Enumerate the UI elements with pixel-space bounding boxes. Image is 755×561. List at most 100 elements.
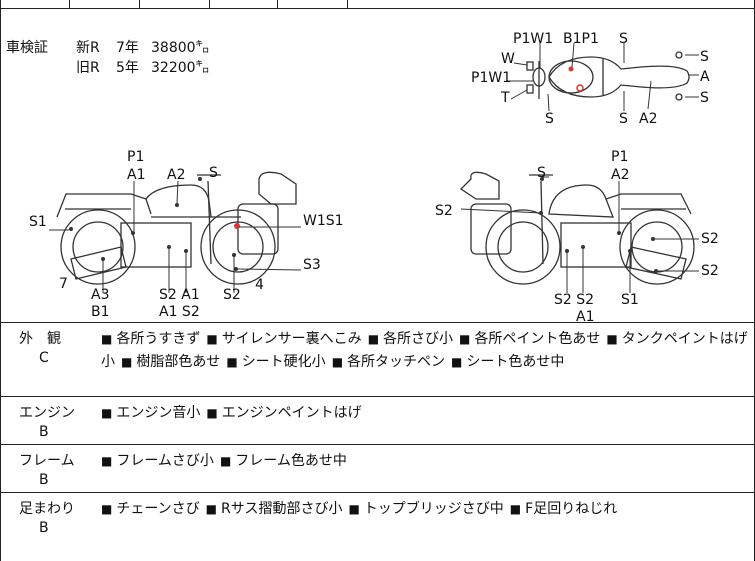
- left-side-view-leaders: [49, 180, 302, 293]
- section-name: エンジン: [19, 405, 75, 421]
- top-view-diagram: [526, 51, 690, 101]
- header-cell: [69, 0, 140, 8]
- section-grade: C: [39, 350, 49, 366]
- bullet-icon: ■: [348, 502, 360, 516]
- right-side-view-damage: [539, 177, 658, 273]
- right-side-view-leaders: [460, 176, 699, 293]
- damage-item-text: 各所さび小: [383, 331, 454, 347]
- damage-item-text: 各所ペイント色あせ: [474, 331, 601, 347]
- top-view-leaders: [507, 42, 699, 112]
- damage-item-text: Rサス摺動部さび小: [221, 501, 343, 517]
- label-s2-right-2: S2: [701, 263, 719, 279]
- damage-item: ■F足回りねじれ: [510, 501, 617, 517]
- section-items: ■チェーンさび■Rサス摺動部さび小■トップブリッジさび中■F足回りねじれ: [101, 498, 751, 521]
- bullet-icon: ■: [206, 406, 218, 420]
- damage-item: ■各所タッチペン: [332, 354, 445, 370]
- damage-item-text: フレームさび小: [116, 453, 214, 469]
- damage-item: ■シート硬化小: [226, 354, 325, 370]
- bullet-icon: ■: [101, 454, 113, 468]
- section-items: ■各所うすきず■サイレンサー裏へこみ■各所さび小■各所ペイント色あせ■タンクペイ…: [101, 328, 751, 374]
- label-a2-left: A2: [167, 167, 185, 183]
- top-view-damage: [568, 66, 584, 92]
- bullet-icon: ■: [451, 355, 463, 369]
- old-inspection-label: 旧R: [76, 60, 100, 76]
- damage-item-text: トップブリッジさび中: [363, 501, 504, 517]
- new-inspection-label: 新R: [76, 40, 100, 56]
- damage-item: ■タンクペイントはげ小: [101, 331, 748, 370]
- header-cell: [209, 0, 278, 8]
- bullet-icon: ■: [121, 355, 133, 369]
- bullet-icon: ■: [331, 355, 344, 369]
- damage-item: ■フレーム色あせ中: [220, 453, 347, 469]
- label-p1w1-top: P1W1: [513, 31, 553, 47]
- label-s2-right-1: S2: [701, 231, 719, 247]
- new-inspection-km: 38800㌔: [151, 40, 210, 56]
- bullet-icon: ■: [509, 502, 522, 516]
- bullet-icon: ■: [206, 332, 218, 346]
- label-a1s2: A1 S2: [159, 304, 200, 320]
- header-strip: [1, 0, 754, 9]
- label-a2-right: A2: [611, 167, 629, 183]
- bullet-icon: ■: [101, 502, 113, 516]
- new-inspection-year: 7年: [116, 40, 139, 56]
- label-s1-left: S1: [29, 214, 47, 230]
- label-s-bottom-mid: S: [619, 111, 628, 127]
- label-w1s1: W1S1: [303, 213, 344, 229]
- damage-item: ■ Rサス摺動部さび小: [206, 501, 343, 517]
- label-s2-left: S2: [223, 287, 241, 303]
- damage-item-text: 各所うすきず: [116, 331, 201, 347]
- damage-item-text: 各所タッチペン: [347, 354, 446, 370]
- damage-item: ■各所さび小: [368, 331, 453, 347]
- label-s-top: S: [619, 31, 628, 47]
- damage-item-text: エンジンペイントはげ: [221, 405, 362, 421]
- damage-item: ■シート色あせ中: [451, 354, 564, 370]
- section-name: フレーム: [19, 453, 75, 469]
- label-num7: 7: [59, 276, 68, 292]
- label-a2-top: A2: [639, 111, 657, 127]
- label-s-right-bottom: S: [700, 90, 709, 106]
- motorcycle-diagrams: P1W1 B1P1 S W P1W1 T S S A2 S A S: [29, 31, 719, 322]
- inspection-label: 車検証: [6, 40, 48, 56]
- label-s2-right-left: S2: [435, 203, 453, 219]
- section-name: 足まわり: [19, 501, 75, 517]
- damage-item: ■各所ペイント色あせ: [459, 331, 600, 347]
- label-p1w1-left: P1W1: [471, 70, 511, 86]
- bullet-icon: ■: [367, 332, 380, 346]
- label-a1-right: A1: [576, 309, 594, 322]
- damage-item: ■エンジン音小: [101, 405, 200, 421]
- bullet-icon: ■: [205, 502, 217, 516]
- damage-item-text: タンクペイントはげ小: [101, 331, 748, 370]
- label-s-top-left: S: [209, 165, 218, 181]
- bullet-icon: ■: [101, 332, 113, 346]
- section-items: ■フレームさび小 ■フレーム色あせ中: [101, 450, 751, 473]
- suspension-section: 足まわり B ■チェーンさび■Rサス摺動部さび小■トップブリッジさび中■F足回り…: [1, 492, 754, 561]
- bullet-icon: ■: [606, 332, 618, 346]
- label-a1-left: A1: [127, 167, 145, 183]
- damage-item-text: 樹脂部色あせ: [136, 354, 221, 370]
- damage-item-text: フレーム色あせ中: [235, 453, 347, 469]
- label-a-right: A: [700, 69, 710, 85]
- right-side-view-diagram: [459, 171, 695, 285]
- damage-item: ■チェーンさび: [101, 501, 200, 517]
- bullet-icon: ■: [101, 406, 113, 420]
- damage-item: ■サイレンサー裏へこみ: [206, 331, 361, 347]
- damage-item: ■樹脂部色あせ: [121, 354, 220, 370]
- label-s3: S3: [303, 257, 321, 273]
- label-s2s2: S2 S2: [554, 292, 594, 308]
- damage-item: ■トップブリッジさび中: [348, 501, 503, 517]
- bullet-icon: ■: [459, 332, 471, 346]
- bullet-icon: ■: [226, 355, 238, 369]
- header-cell: [277, 0, 348, 8]
- damage-item-text: サイレンサー裏へこみ: [221, 331, 362, 347]
- damage-item: ■各所うすきず: [101, 331, 200, 347]
- label-s-right-top: S: [700, 49, 709, 65]
- label-s2a1: S2 A1: [159, 287, 200, 303]
- damage-item-text: シート硬化小: [241, 354, 326, 370]
- damage-item-text: F足回りねじれ: [525, 501, 618, 517]
- exterior-section: 外 観 C ■各所うすきず■サイレンサー裏へこみ■各所さび小■各所ペイント色あせ…: [1, 322, 754, 397]
- header-cell: [139, 0, 210, 8]
- section-items: ■エンジン音小■エンジンペイントはげ: [101, 402, 751, 425]
- old-inspection-year: 5年: [116, 60, 139, 76]
- damage-item-text: エンジン音小: [116, 405, 201, 421]
